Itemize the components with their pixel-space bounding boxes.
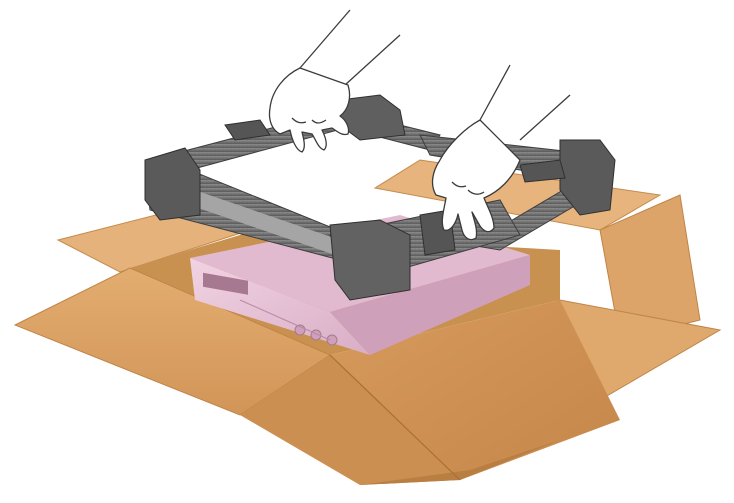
- foam-corner-back-left: [144, 147, 201, 221]
- box-edge: [329, 354, 461, 481]
- foam-left-inner-face: [175, 185, 340, 255]
- device-knob-3: [326, 334, 338, 346]
- foam-packing-frame-icon: [144, 94, 616, 301]
- device-side: [330, 255, 530, 355]
- box-flap-right: [599, 194, 701, 341]
- left-hand-knuckles: [291, 117, 327, 124]
- foam-corner-right: [559, 139, 616, 216]
- left-hand-sleeve-line-1: [299, 9, 351, 69]
- right-hand-finger-lines: [451, 181, 485, 195]
- right-hand-icon: [431, 64, 571, 241]
- foam-tab-1: [224, 119, 271, 141]
- device-line: [239, 299, 331, 341]
- foam-corner-front: [329, 219, 411, 301]
- cardboard-box-icon: [13, 159, 722, 485]
- right-hand-shape: [431, 119, 521, 241]
- left-hand-sleeve-line-2: [344, 34, 401, 86]
- left-hand-icon: [268, 9, 401, 153]
- left-hand-shape: [268, 67, 351, 153]
- box-front-wall: [240, 355, 460, 485]
- right-hand-sleeve-line-1: [479, 64, 511, 121]
- right-hand-sleeve-line-2: [519, 94, 571, 141]
- foam-tab-2: [519, 159, 566, 183]
- box-flap-front-bottom: [360, 440, 560, 485]
- device-display-panel: [203, 272, 248, 295]
- box-right-wall: [330, 300, 620, 480]
